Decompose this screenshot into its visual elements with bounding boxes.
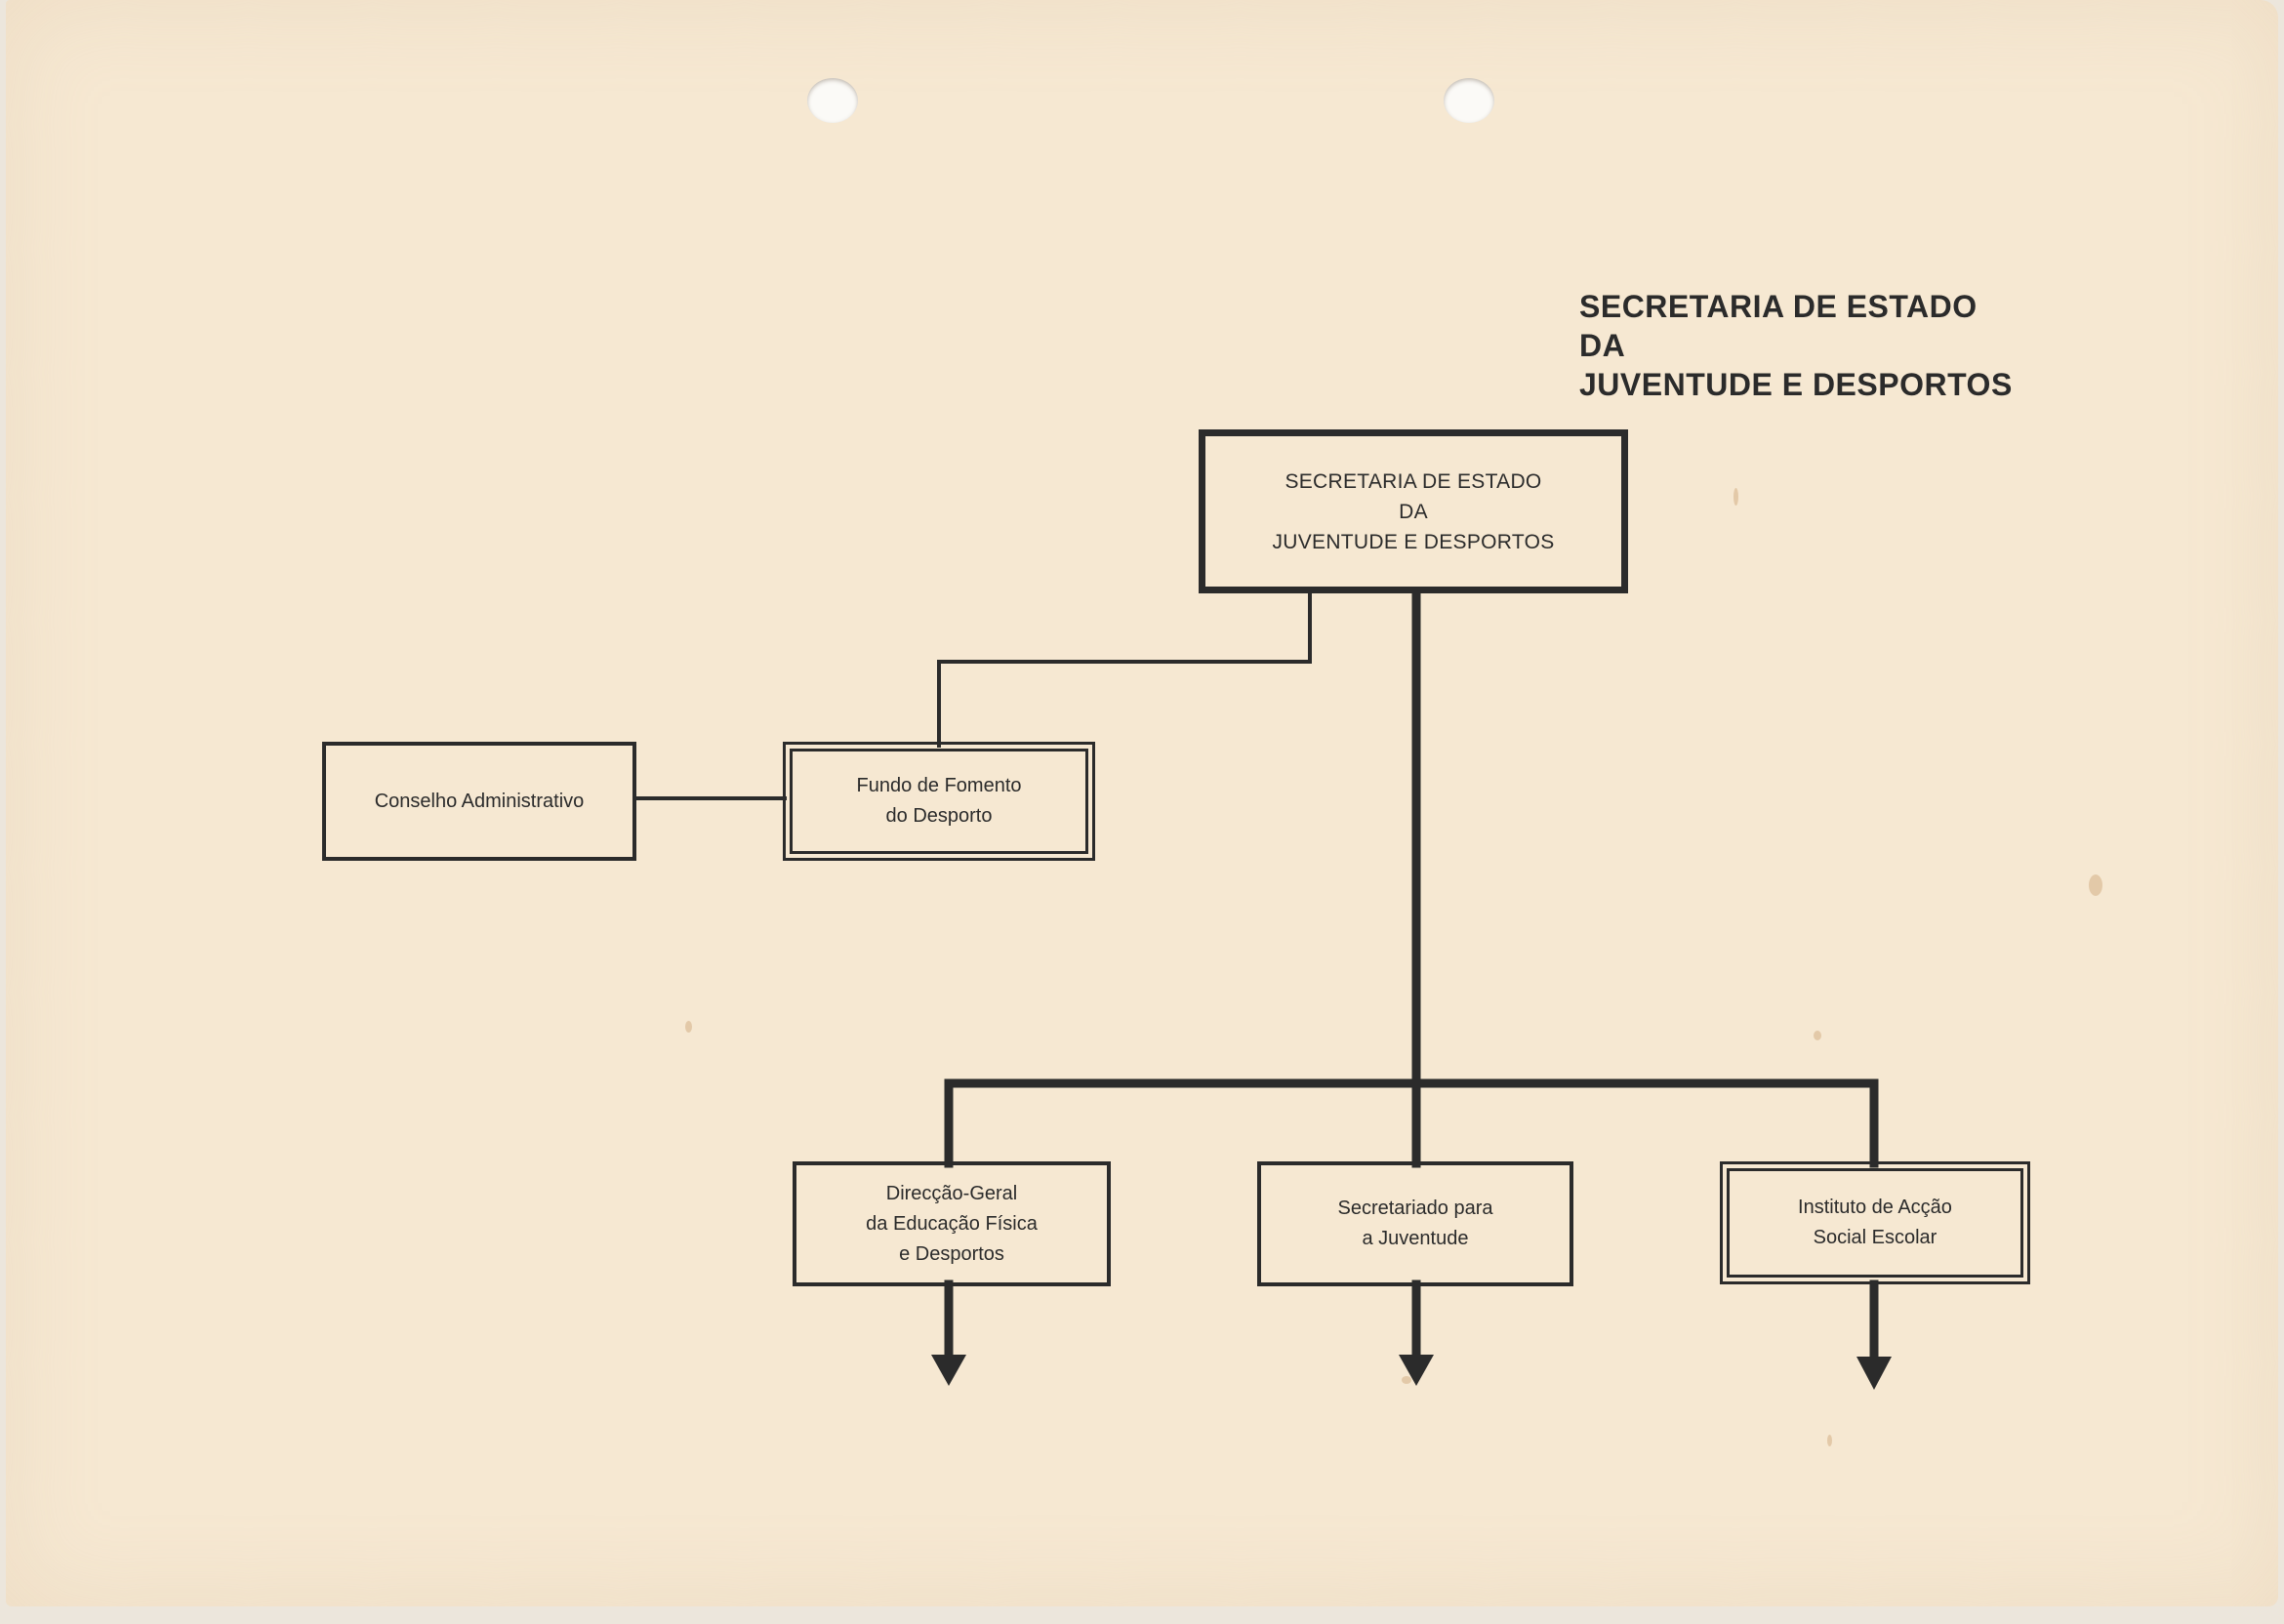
document-title-line: JUVENTUDE E DESPORTOS — [1579, 367, 2013, 402]
document-title-line: SECRETARIA DE ESTADO — [1579, 289, 1978, 324]
document-title-line: DA — [1579, 328, 1626, 363]
org-box-instituto-accao-social: Instituto de Acção Social Escolar — [1720, 1161, 2030, 1284]
org-box-label: SECRETARIA DE ESTADO DA JUVENTUDE E DESP… — [1272, 467, 1554, 557]
org-box-secretaria-de-estado: SECRETARIA DE ESTADO DA JUVENTUDE E DESP… — [1199, 429, 1628, 593]
org-box-label-line: SECRETARIA DE ESTADO — [1285, 469, 1542, 493]
org-box-label-line: Social Escolar — [1813, 1227, 1937, 1248]
org-box-label-line: Direcção-Geral — [885, 1182, 1018, 1204]
arrow-direccao-head — [931, 1355, 966, 1386]
paper-speck — [1827, 1435, 1832, 1446]
org-box-label-line: e Desportos — [899, 1242, 1004, 1265]
org-box-label-line: DA — [1399, 500, 1428, 523]
org-box-label-line: JUVENTUDE E DESPORTOS — [1272, 530, 1555, 553]
paper-sheet — [6, 0, 2278, 1606]
org-box-label: Direcção-Geral da Educação Física e Desp… — [866, 1179, 1038, 1270]
org-box-label-line: a Juventude — [1362, 1228, 1469, 1249]
org-box-label-line: Conselho Administrativo — [374, 790, 585, 812]
org-box-label-line: Fundo de Fomento — [856, 775, 1022, 796]
paper-speck — [1402, 1376, 1411, 1384]
paper-speck — [2089, 874, 2102, 896]
punch-hole-right — [1444, 78, 1494, 123]
org-box-conselho-administrativo: Conselho Administrativo — [322, 742, 636, 861]
org-box-direccao-geral: Direcção-Geral da Educação Física e Desp… — [793, 1161, 1111, 1286]
org-box-fundo-de-fomento: Fundo de Fomento do Desporto — [783, 742, 1095, 861]
punch-hole-left — [807, 78, 858, 123]
org-box-label: Secretariado para a Juventude — [1338, 1194, 1493, 1254]
org-box-secretariado-juventude: Secretariado para a Juventude — [1257, 1161, 1573, 1286]
document-title: SECRETARIA DE ESTADO DA JUVENTUDE E DESP… — [1579, 287, 2013, 404]
connector-top-to-fundo — [937, 589, 1312, 748]
org-box-label-line: do Desporto — [885, 805, 993, 827]
org-box-label: Conselho Administrativo — [375, 787, 585, 817]
arrow-instituto-head — [1856, 1357, 1892, 1390]
org-box-label: Instituto de Acção Social Escolar — [1798, 1193, 1952, 1253]
paper-speck — [685, 1021, 692, 1033]
org-box-label-line: Secretariado para — [1337, 1198, 1493, 1219]
org-box-label: Fundo de Fomento do Desporto — [857, 771, 1022, 832]
org-box-label-line: da Educação Física — [866, 1212, 1038, 1235]
arrow-secretariado-head — [1399, 1355, 1434, 1386]
paper-speck — [1733, 488, 1738, 506]
org-box-label-line: Instituto de Acção — [1798, 1197, 1952, 1218]
org-box-inner-border: Fundo de Fomento do Desporto — [790, 749, 1088, 854]
org-box-inner-border: Instituto de Acção Social Escolar — [1727, 1168, 2023, 1278]
paper-speck — [1814, 1031, 1821, 1040]
